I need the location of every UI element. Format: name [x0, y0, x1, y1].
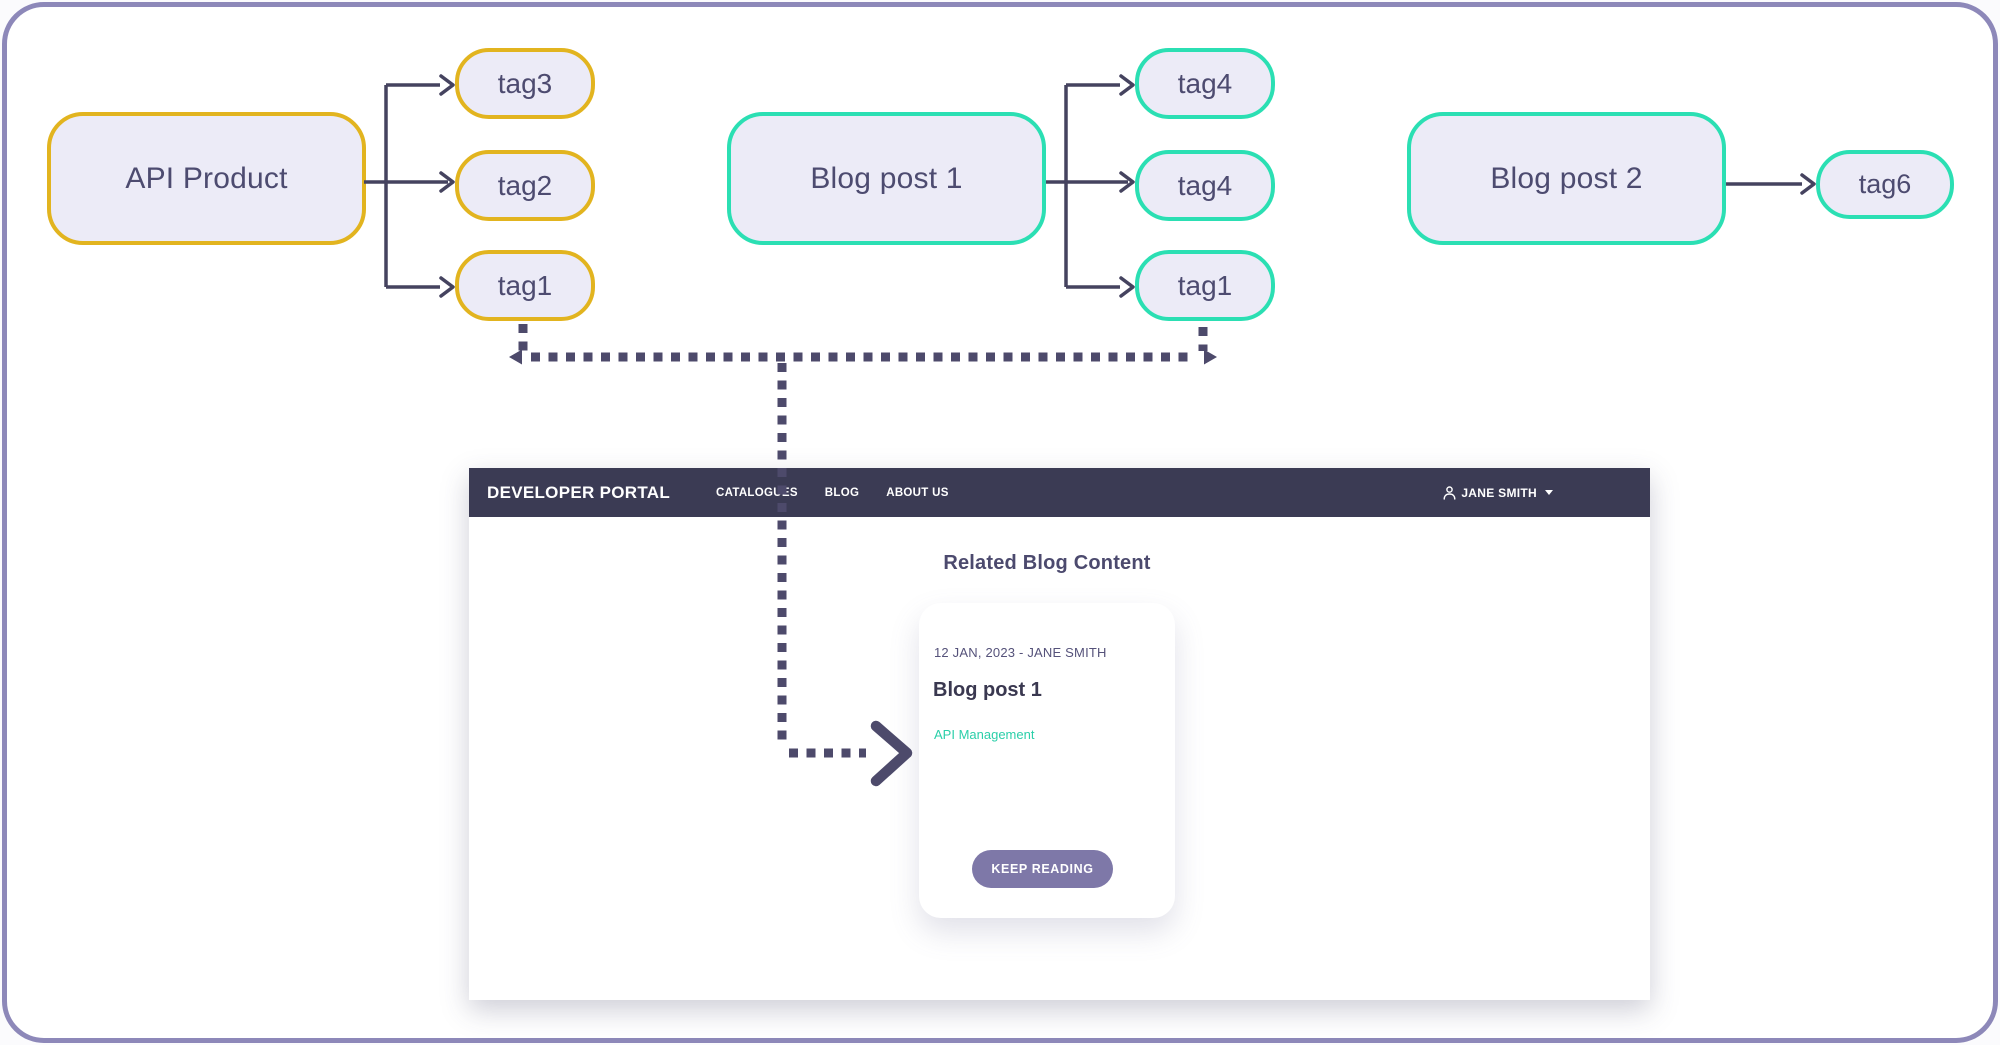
chevron-down-icon [1545, 490, 1553, 495]
tag1-left-label: tag1 [497, 269, 553, 301]
blog-card: 12 JAN, 2023 - JANE SMITH Blog post 1 AP… [919, 603, 1175, 918]
tag-pill-tag2: tag2 [455, 150, 595, 221]
tag-pill-tag1-right: tag1 [1135, 250, 1275, 321]
blog-post-1-node: Blog post 1 [727, 112, 1046, 245]
section-title: Related Blog Content [943, 552, 1151, 574]
nav-item-about-us[interactable]: ABOUT US [886, 486, 949, 499]
tag4-top-label: tag4 [1177, 67, 1233, 99]
tag4-middle-label: tag4 [1177, 169, 1233, 201]
nav-item-blog[interactable]: BLOG [824, 486, 860, 499]
tag1-right-label: tag1 [1177, 269, 1233, 301]
tag-pill-tag1-left: tag1 [455, 250, 595, 321]
keep-reading-button[interactable]: KEEP READING [972, 850, 1113, 888]
developer-portal-mock: DEVELOPER PORTAL CATALOGUES BLOG ABOUT U… [469, 468, 1650, 1000]
tag-pill-tag3: tag3 [455, 48, 595, 119]
api-product-node: API Product [47, 112, 366, 245]
tag3-label: tag3 [497, 67, 553, 99]
card-title: Blog post 1 [933, 679, 1042, 701]
user-name: JANE SMITH [1461, 485, 1537, 500]
card-tag-link[interactable]: API Management [934, 727, 1035, 742]
tag2-label: tag2 [497, 169, 553, 201]
blog-post-1-label: Blog post 1 [810, 161, 963, 195]
tag-pill-tag6: tag6 [1816, 150, 1954, 219]
nav-item-catalogues[interactable]: CATALOGUES [716, 486, 798, 499]
tag6-label: tag6 [1858, 169, 1912, 199]
portal-brand: DEVELOPER PORTAL [487, 482, 671, 502]
api-product-label: API Product [125, 161, 288, 195]
user-menu[interactable]: JANE SMITH [1443, 486, 1553, 500]
tag-pill-tag4-middle: tag4 [1135, 150, 1275, 221]
tag-pill-tag4-top: tag4 [1135, 48, 1275, 119]
portal-nav: CATALOGUES BLOG ABOUT US [716, 487, 949, 499]
card-meta: 12 JAN, 2023 - JANE SMITH [934, 645, 1107, 660]
blog-post-2-label: Blog post 2 [1490, 161, 1643, 195]
portal-header: DEVELOPER PORTAL CATALOGUES BLOG ABOUT U… [469, 468, 1650, 517]
blog-post-2-node: Blog post 2 [1407, 112, 1726, 245]
user-icon [1443, 485, 1456, 500]
